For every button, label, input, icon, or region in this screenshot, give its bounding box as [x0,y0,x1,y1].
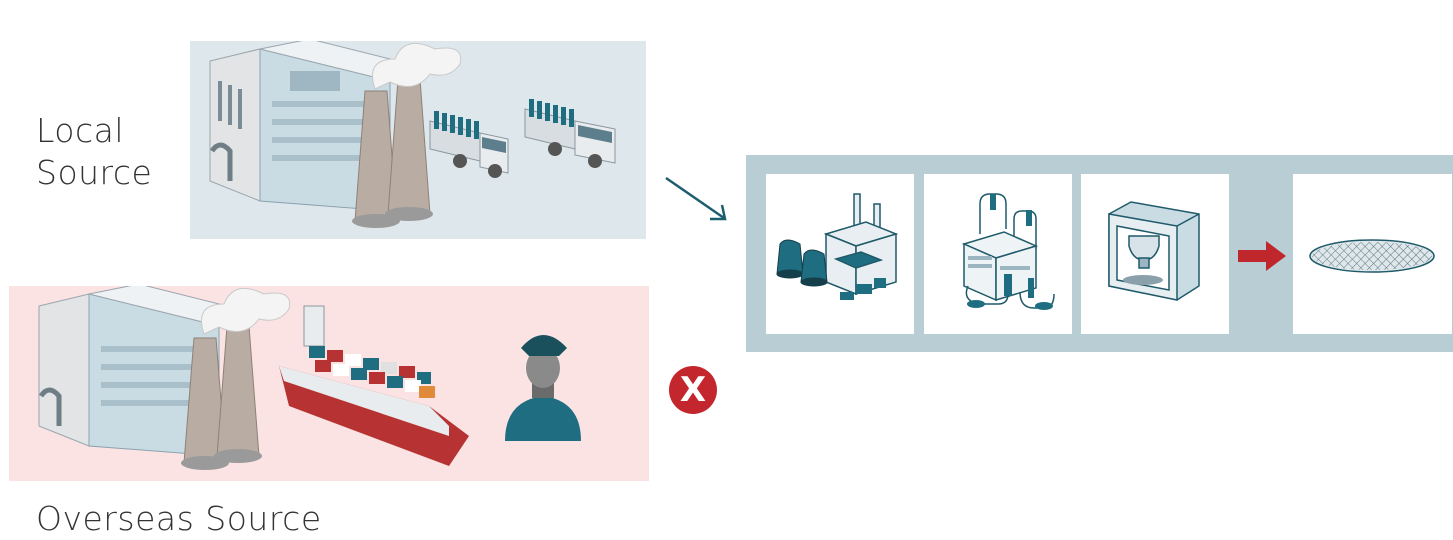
delivery-truck-icon [429,111,509,178]
flow-arrow-icon [665,176,727,221]
process-step-furnace [1081,174,1229,334]
overseas-source-panel [9,286,649,481]
factory-icon [38,286,261,457]
process-step-refinery [766,174,914,334]
overseas-source-label: Overseas Source [36,499,322,538]
container-ship-icon [279,305,469,466]
arrow-right-icon [1238,241,1286,271]
customs-officer-icon [505,335,581,441]
silicon-wafer-icon [1309,239,1435,273]
local-source-label: Local Source [36,110,152,194]
local-source-label-line-2: Source [36,153,153,192]
chimney-icon [352,42,462,228]
process-step-reactor [924,174,1072,334]
local-source-illustration [209,41,616,228]
process-strip [746,155,1453,352]
delivery-truck-icon [524,99,616,168]
chimney-icon [181,287,291,470]
furnace-chamber-icon [1108,201,1200,301]
process-step-wafer [1293,174,1452,334]
local-source-label-line-1: Local [36,111,125,150]
refinery-plant-icon [776,193,899,300]
reactor-equipment-icon [961,193,1055,310]
local-source-panel [190,41,646,239]
rejected-badge: X [669,366,717,414]
overseas-source-illustration [38,286,581,470]
